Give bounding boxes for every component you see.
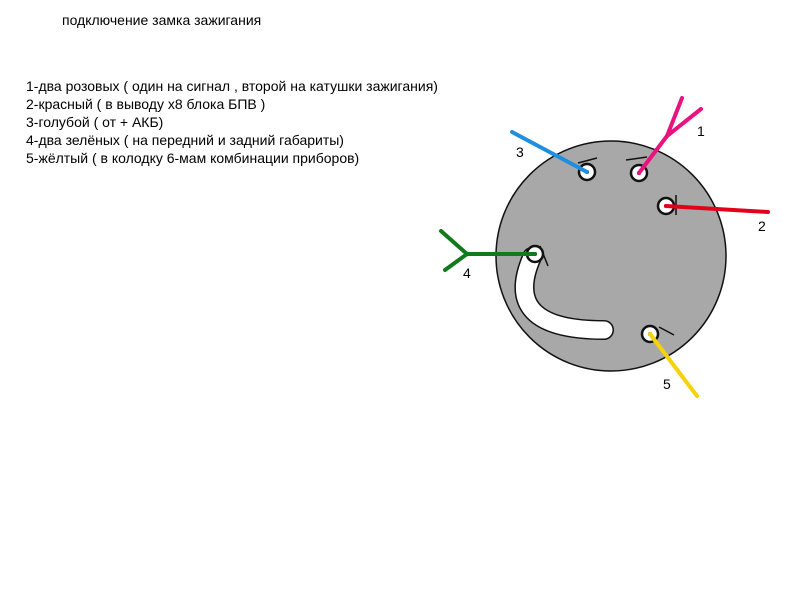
legend-item-5: 5-жёлтый ( в колодку 6-мам комбинации пр… [26,150,360,166]
wire-label-4: 4 [463,265,471,281]
wire-5-yellow [648,332,699,398]
legend-item-3: 3-голубой ( от + АКБ) [26,114,164,130]
wire-2-red [664,204,770,214]
wire-1-pink [637,96,703,175]
switch-slot [516,248,613,339]
wire-label-5: 5 [663,376,671,392]
diagram-title: подключение замка зажигания [62,12,262,28]
wire-4-green [439,229,537,272]
wire-label-1: 1 [697,123,705,139]
wire-legend: 1-два розовых ( один на сигнал , второй … [26,77,438,167]
wire-label-2: 2 [758,218,766,234]
legend-item-1: 1-два розовых ( один на сигнал , второй … [26,78,438,94]
wire-3-blue [510,130,589,174]
legend-item-2: 2-красный ( в выводу х8 блока БПВ ) [26,96,266,112]
wire-label-3: 3 [516,144,524,160]
legend-item-4: 4-два зелёных ( на передний и задний габ… [26,132,344,148]
